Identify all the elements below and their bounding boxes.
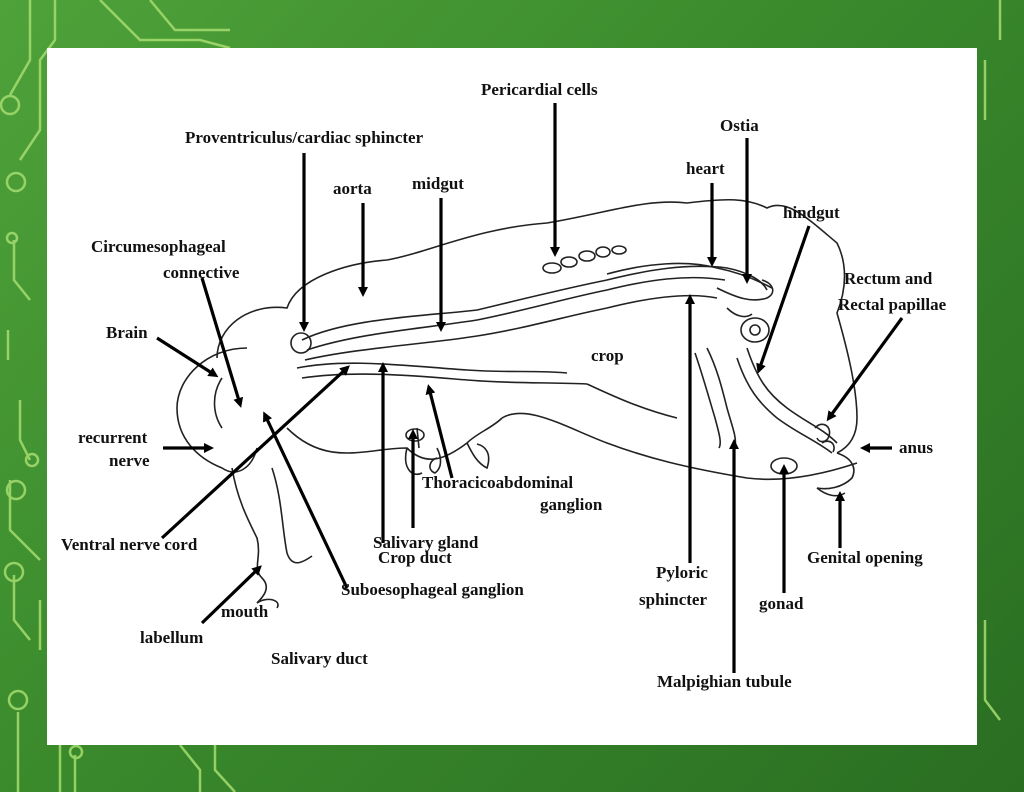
label-ventral-nerve-cord: Ventral nerve cord bbox=[61, 535, 198, 554]
label-circumesophageal-1: Circumesophageal bbox=[91, 237, 226, 256]
label-arrows bbox=[156, 103, 904, 673]
label-salivary-gland: Salivary gland bbox=[373, 533, 479, 552]
label-salivary-duct: Salivary duct bbox=[271, 649, 368, 668]
label-ostia: Ostia bbox=[720, 116, 759, 135]
label-genital-opening: Genital opening bbox=[807, 548, 923, 567]
label-hindgut: hindgut bbox=[783, 203, 840, 222]
label-recurrent-2: nerve bbox=[109, 451, 150, 470]
label-circumesophageal-2: connective bbox=[163, 263, 240, 282]
label-thoracico-2: ganglion bbox=[540, 495, 603, 514]
label-heart: heart bbox=[686, 159, 725, 178]
label-thoracico-1: Thoracicoabdominal bbox=[422, 473, 574, 492]
label-brain: Brain bbox=[106, 323, 148, 342]
fly-anatomy-diagram bbox=[156, 103, 904, 673]
label-pyloric-1: Pyloric bbox=[656, 563, 708, 582]
label-anus: anus bbox=[899, 438, 934, 457]
label-pyloric-2: sphincter bbox=[639, 590, 707, 609]
label-suboesophageal: Suboesophageal ganglion bbox=[341, 580, 524, 599]
label-proventriculus: Proventriculus/cardiac sphincter bbox=[185, 128, 424, 147]
label-pericardial-cells: Pericardial cells bbox=[481, 80, 598, 99]
label-gonad: gonad bbox=[759, 594, 804, 613]
label-crop: crop bbox=[591, 346, 624, 365]
label-mouth: mouth bbox=[221, 602, 269, 621]
label-aorta: aorta bbox=[333, 179, 372, 198]
label-rectum-2: Rectal papillae bbox=[838, 295, 947, 314]
label-crop-duct: Crop duct bbox=[378, 548, 452, 567]
label-recurrent-1: recurrent bbox=[78, 428, 148, 447]
label-midgut: midgut bbox=[412, 174, 464, 193]
label-labellum: labellum bbox=[140, 628, 204, 647]
diagram-panel: Pericardial cells Ostia Proventriculus/c… bbox=[47, 48, 977, 745]
label-rectum-1: Rectum and bbox=[844, 269, 933, 288]
label-malpighian-tubule: Malpighian tubule bbox=[657, 672, 792, 691]
fly-body-outline bbox=[176, 198, 858, 609]
